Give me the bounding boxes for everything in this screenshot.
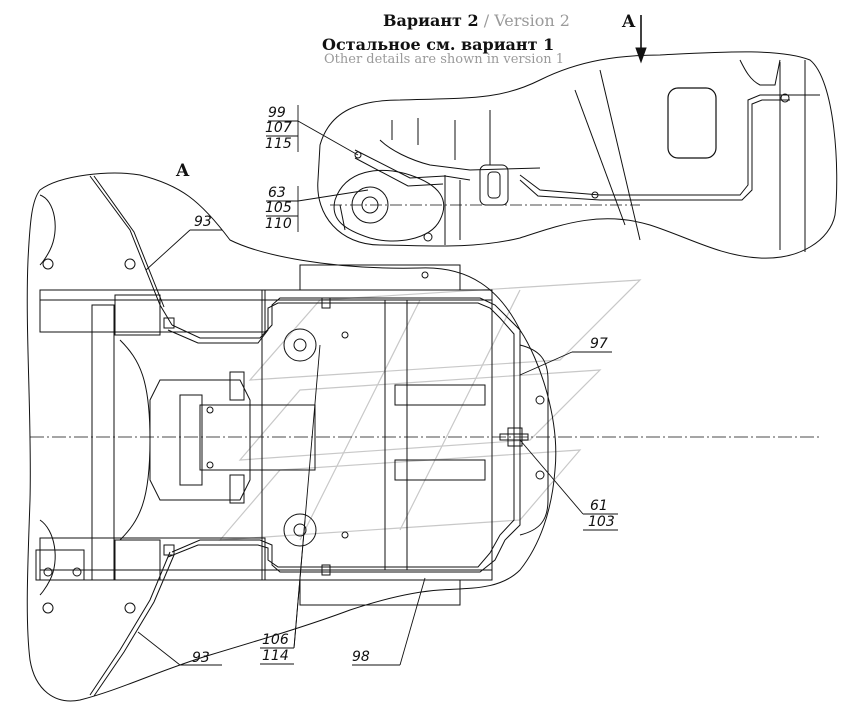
view-a-arrow [635,15,647,64]
other-details-en: Other details are shown in version 1 [324,52,565,67]
callout-105: 105 [265,200,292,216]
callout-115: 115 [265,136,292,152]
main-view-outline [26,172,557,702]
callout-93-top: 93 [194,214,212,230]
callout-leaders [137,105,618,666]
variant-title-ru: Вариант 2 [383,11,479,30]
callout-114: 114 [262,648,289,664]
air-pipe-upper [171,297,521,573]
callout-98: 98 [352,649,370,665]
variant-title-sep: / [478,11,495,30]
callout-103: 103 [588,514,615,530]
view-a-main-label: A [175,161,190,181]
cable-upper-93 [89,175,173,326]
callout-61: 61 [590,498,608,514]
detail-view-outline [317,51,838,259]
main-view-a [26,172,820,702]
detail-view-version-2 [317,51,838,259]
callout-97: 97 [590,336,608,352]
callout-106: 106 [262,632,289,648]
callout-93-bottom: 93 [192,650,210,666]
callout-110: 110 [265,216,292,232]
cable-lower-93 [89,551,171,696]
variant-title-en: Version 2 [494,11,570,30]
other-details-ru: Остальное см. вариант 1 [322,35,555,54]
view-a-arrow-label: A [621,12,636,32]
callout-107: 107 [265,120,292,136]
callout-63: 63 [268,185,286,201]
callout-99: 99 [268,105,286,121]
watermark-logo [218,279,642,541]
detail-pipe [519,94,820,196]
variant-title: Вариант 2 / Version 2 [383,11,570,30]
